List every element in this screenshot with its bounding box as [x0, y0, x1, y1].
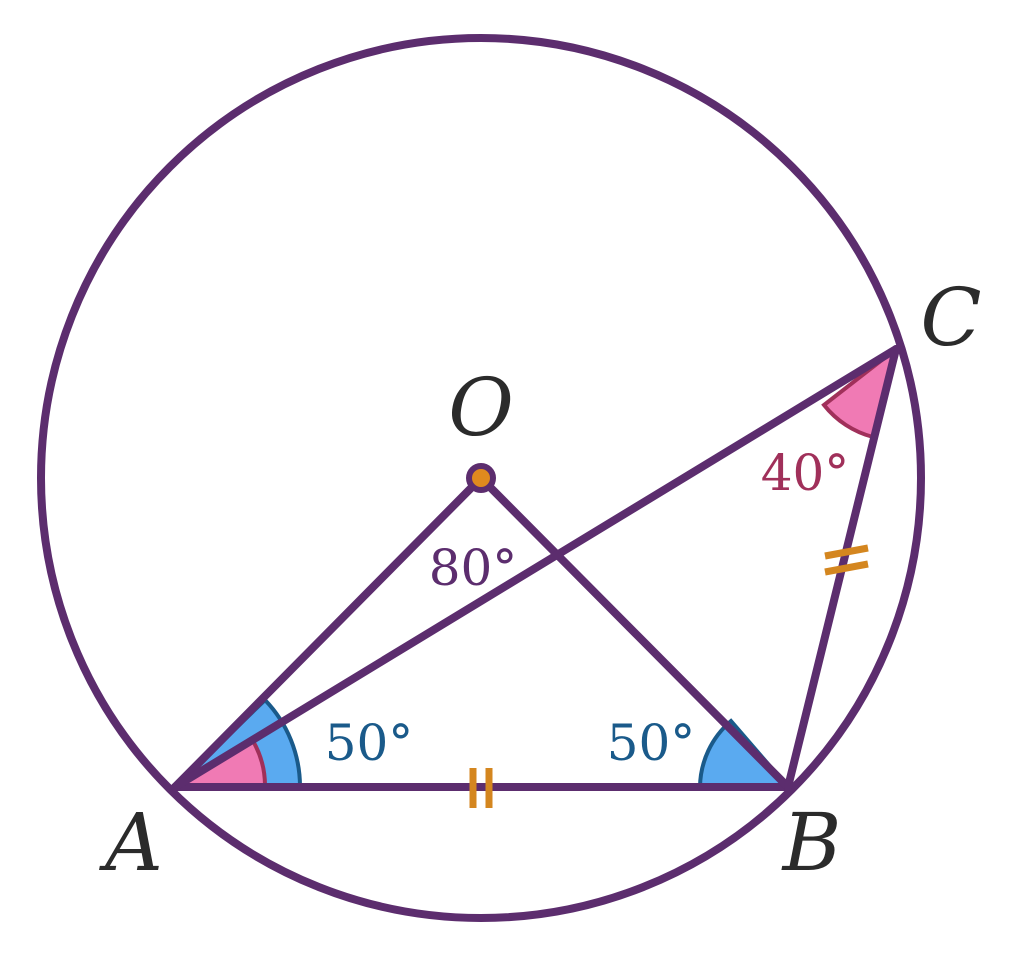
angle-label-acb: 40°: [761, 444, 850, 502]
segment-ac: [171, 345, 900, 791]
segment-ob: [477, 474, 792, 791]
point-label-o: O: [448, 361, 514, 454]
angle-label-oab: 50°: [325, 714, 414, 772]
center-point-o: [466, 463, 496, 493]
circle: [37, 34, 925, 922]
tick-marks-bc: [824, 544, 869, 576]
point-label-a: A: [98, 796, 163, 889]
point-label-b: B: [781, 796, 842, 889]
angle-label-aob: 80°: [429, 539, 518, 597]
tick-marks-ab: [469, 768, 493, 808]
segment-oa: [171, 474, 485, 791]
point-label-c: C: [920, 271, 981, 364]
angle-label-oba: 50°: [607, 714, 696, 772]
